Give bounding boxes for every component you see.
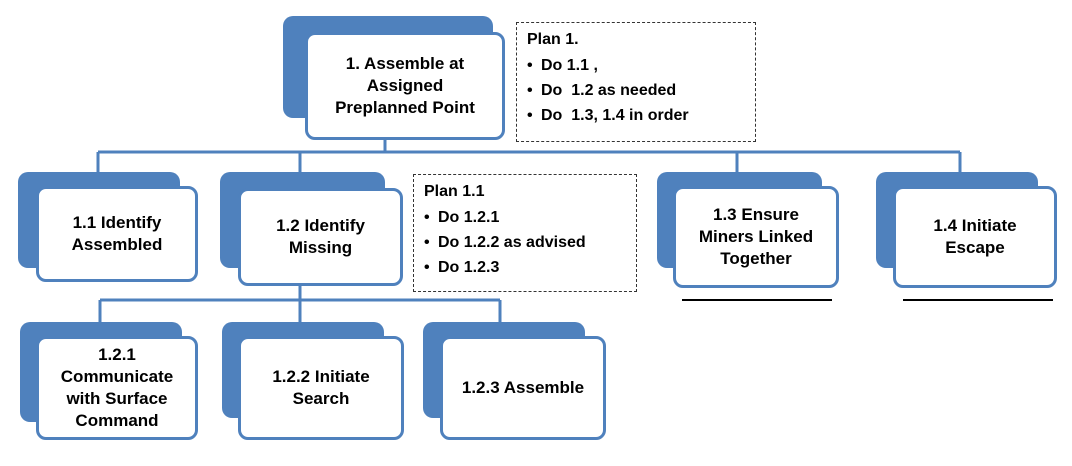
node-1-3-underline: [682, 299, 832, 301]
node-1-2: 1.2 Identify Missing: [238, 188, 403, 286]
node-1-3-label: 1.3 Ensure Miners Linked Together: [698, 205, 814, 268]
node-1-4-label: 1.4 Initiate Escape: [933, 216, 1017, 257]
node-1-2-2: 1.2.2 Initiate Search: [238, 336, 404, 440]
plan-1-box: Plan 1. Do 1.1 , Do 1.2 as needed Do 1.3…: [516, 22, 756, 142]
plan-1-item: Do 1.2 as needed: [527, 78, 745, 103]
plan-1-1-list: Do 1.2.1 Do 1.2.2 as advised Do 1.2.3: [424, 205, 626, 280]
plan-1-1-item: Do 1.2.2 as advised: [424, 230, 626, 255]
plan-1-item: Do 1.1 ,: [527, 53, 745, 78]
plan-1-list: Do 1.1 , Do 1.2 as needed Do 1.3, 1.4 in…: [527, 53, 745, 128]
node-1-4: 1.4 Initiate Escape: [893, 186, 1057, 288]
plan-1-1-item: Do 1.2.3: [424, 255, 626, 280]
node-1-4-underline: [903, 299, 1053, 301]
node-1-2-2-label: 1.2.2 Initiate Search: [272, 367, 370, 408]
node-1-2-3-label: 1.2.3 Assemble: [461, 378, 585, 397]
node-1-2-1-label: 1.2.1 Communicate with Surface Command: [60, 345, 174, 430]
plan-1-1-title: Plan 1.1: [424, 183, 485, 200]
root-node: 1. Assemble at Assigned Preplanned Point: [305, 32, 505, 140]
node-1-2-3: 1.2.3 Assemble: [440, 336, 606, 440]
plan-1-item: Do 1.3, 1.4 in order: [527, 103, 745, 128]
root-node-label: 1. Assemble at Assigned Preplanned Point: [335, 54, 475, 117]
node-1-1-label: 1.1 Identify Assembled: [71, 213, 163, 254]
plan-1-1-item: Do 1.2.1: [424, 205, 626, 230]
node-1-3: 1.3 Ensure Miners Linked Together: [673, 186, 839, 288]
node-1-2-1: 1.2.1 Communicate with Surface Command: [36, 336, 198, 440]
node-1-2-label: 1.2 Identify Missing: [276, 216, 365, 257]
plan-1-1-box: Plan 1.1 Do 1.2.1 Do 1.2.2 as advised Do…: [413, 174, 637, 292]
node-1-1: 1.1 Identify Assembled: [36, 186, 198, 282]
plan-1-title: Plan 1.: [527, 31, 579, 48]
